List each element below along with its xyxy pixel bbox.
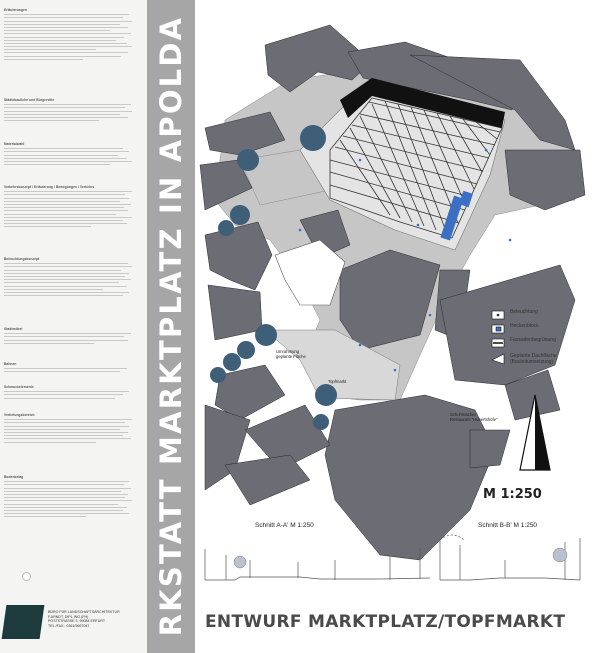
text-block: Bodenbelag	[4, 475, 136, 519]
section-heading: Bodenbelag	[4, 475, 24, 479]
tree	[210, 367, 226, 383]
text-block: Stadtmöbel	[4, 327, 136, 346]
building-block	[264, 24, 373, 93]
building-block	[204, 221, 273, 291]
section-drawings	[204, 534, 581, 581]
lamp	[484, 148, 488, 152]
text-block: Schmuckelemente	[4, 385, 136, 401]
main-title: ENTWURF MARKTPLATZ/TOPFMARKT	[205, 612, 566, 632]
tree	[237, 149, 259, 171]
section-b-label: Schnitt B-B' M 1:250	[478, 522, 538, 529]
building-block	[324, 394, 496, 561]
water-feature	[440, 195, 464, 241]
building-block	[244, 404, 331, 471]
text-block: Bahnen	[4, 362, 136, 375]
topfmarkt-square	[264, 329, 401, 401]
tree	[300, 125, 326, 151]
section-heading: Schmuckelemente	[4, 385, 34, 389]
tree	[223, 353, 241, 371]
plaza-edge-wall	[340, 78, 505, 128]
building-block	[199, 159, 253, 211]
label-planned-area: Umrahmung geplante Fläche	[276, 349, 306, 359]
building-block	[439, 264, 576, 386]
text-block: Beleuchtungskonzept	[4, 257, 136, 298]
text-block: Verkehrskonzept / Erläuterung / Bewegung…	[4, 185, 136, 229]
building-block	[224, 454, 311, 506]
tree	[315, 384, 337, 406]
lamp	[508, 238, 512, 242]
section-a-label: Schnitt A-A' M 1:250	[255, 522, 314, 529]
water-feature	[459, 190, 473, 208]
lamp	[416, 223, 420, 227]
section-heading: Bahnen	[4, 362, 17, 366]
section-heading: Beleuchtungskonzept	[4, 257, 40, 261]
explanation-column: Erläuterungen Städtebauliche und Bürgers…	[0, 0, 147, 653]
lamp	[358, 158, 362, 162]
legend-label-lamp: Beleuchtung	[510, 309, 538, 315]
street-lamps	[298, 148, 512, 372]
plaza-grid	[329, 97, 503, 239]
building-block	[214, 364, 286, 421]
tree	[230, 205, 250, 225]
roof-symbol	[491, 353, 505, 365]
lamp	[298, 228, 302, 232]
tree	[255, 324, 277, 346]
section-heading: Verkehrskonzept / Erläuterung / Bewegung…	[4, 185, 95, 189]
title-strip	[147, 0, 195, 653]
section-trees	[233, 547, 568, 569]
lamp	[358, 343, 362, 347]
office-address: BÜRO FÜR LANDSCHAFTSARCHITEKTUR F.ARNDT,…	[48, 610, 120, 628]
building-block	[339, 249, 441, 351]
section-heading: Vertiefungsbereich	[4, 413, 35, 417]
legend-label-hedge: Heckenblock	[510, 323, 539, 329]
section-heading: Städtebauliche und Bürgerstile	[4, 98, 55, 102]
building-block	[204, 111, 286, 156]
section-heading: Erläuterungen	[4, 8, 27, 12]
lamp	[393, 368, 397, 372]
section-heading: Materialwahl	[4, 142, 25, 146]
tree	[237, 341, 255, 359]
section-a-line	[205, 576, 431, 581]
plan-scale: M 1:250	[483, 487, 542, 502]
legend-symbols	[491, 310, 505, 365]
building-block	[504, 369, 561, 421]
tree	[313, 414, 329, 430]
text-block: Städtebauliche und Bürgerstile	[4, 98, 136, 123]
text-block: Erläuterungen	[4, 8, 136, 62]
text-block: Materialwahl	[4, 142, 136, 167]
label-restaurant: Schuhmacher Restaurant "Hubertshöfe"	[450, 412, 498, 422]
buildings	[199, 24, 586, 561]
legend-label-facade-green: Fassadenbegrünung	[510, 337, 556, 343]
north-arrow	[519, 394, 551, 471]
legend-label-roof: Geplante Dachfläche (Bauleitumsetzung)	[510, 353, 557, 365]
building-block	[347, 41, 521, 111]
building-block	[207, 284, 263, 341]
building-block	[469, 429, 511, 469]
section-b-line	[440, 577, 581, 581]
lamp	[428, 313, 432, 317]
tree	[218, 220, 234, 236]
trees	[210, 125, 337, 430]
section-heading: Stadtmöbel	[4, 327, 23, 331]
courtyard	[274, 239, 346, 306]
label-topfmarkt: Topfmarkt	[328, 379, 347, 384]
text-block: Vertiefungsbereich	[4, 413, 136, 445]
punch-hole	[22, 572, 31, 581]
building-block	[504, 149, 586, 211]
